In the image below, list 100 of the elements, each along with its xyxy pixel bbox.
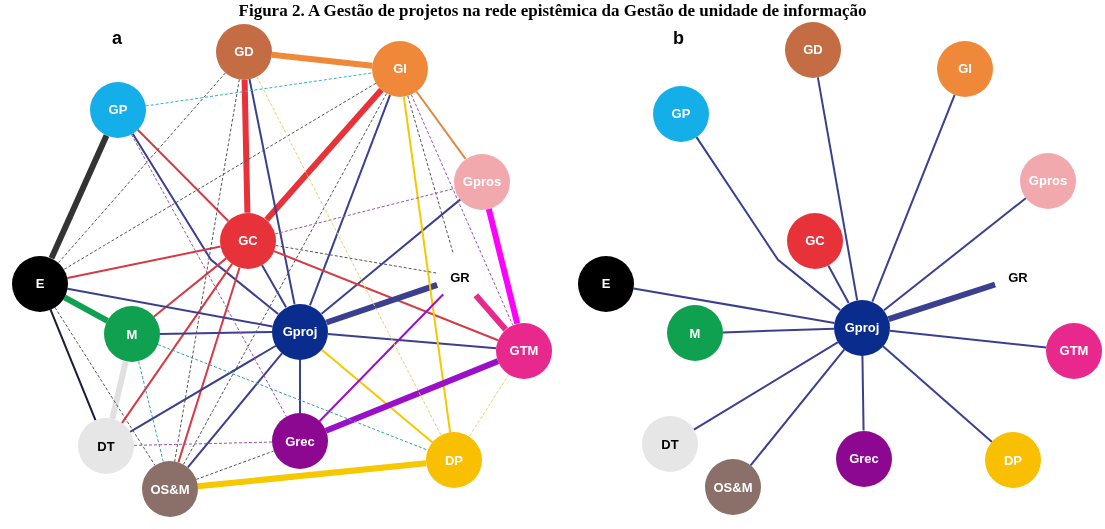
network-edge xyxy=(326,332,498,350)
node-circle xyxy=(104,306,160,363)
network-edge xyxy=(273,250,499,342)
network-edge xyxy=(632,287,836,324)
node-label: GI xyxy=(393,61,407,77)
node-label: GD xyxy=(803,42,823,58)
node-label: GC xyxy=(805,233,825,249)
node-label: OS&M xyxy=(150,481,190,497)
network-edge xyxy=(131,132,280,315)
node-label: Gproj xyxy=(282,324,318,339)
node-circle xyxy=(787,212,843,269)
network-edge xyxy=(882,345,993,443)
network-edge xyxy=(827,264,850,305)
node-label: OS&M xyxy=(713,479,753,495)
network-edge xyxy=(324,358,500,434)
node-label: M xyxy=(689,325,701,341)
network-edge xyxy=(177,266,241,464)
network-edge xyxy=(66,287,274,328)
network-edge xyxy=(49,308,97,422)
node-circle xyxy=(272,303,328,360)
node-label: Gproj xyxy=(844,320,880,336)
network-edge xyxy=(407,95,454,255)
network-edge xyxy=(299,358,301,415)
network-edge xyxy=(241,79,251,213)
network-edge xyxy=(152,257,228,318)
node-label: GTM xyxy=(1059,343,1089,359)
network-edge xyxy=(186,352,284,469)
network-edge xyxy=(256,76,442,437)
network-edge xyxy=(109,360,129,420)
network-edge xyxy=(415,90,467,160)
network-edge xyxy=(274,187,456,235)
network-edge xyxy=(264,87,384,222)
node-circle xyxy=(220,212,276,269)
panel-label: b xyxy=(673,28,684,49)
node-label: GR xyxy=(1008,269,1028,285)
node-circle xyxy=(834,299,890,356)
network-edge xyxy=(861,354,865,432)
network-edge xyxy=(197,460,427,490)
network-edge xyxy=(888,329,1048,349)
network-edge xyxy=(260,264,288,309)
network-edge xyxy=(468,373,510,438)
node-label: GR xyxy=(450,269,470,285)
network-edge xyxy=(157,344,429,451)
node-label: DP xyxy=(1003,452,1023,468)
panel-label: a xyxy=(112,28,122,49)
node-label: DT xyxy=(97,438,115,454)
node-label: Grec xyxy=(285,433,315,449)
network-edge xyxy=(182,92,388,465)
network-edge xyxy=(54,306,156,466)
network-edge xyxy=(63,82,377,270)
network-edge xyxy=(145,72,373,107)
network-edge xyxy=(871,93,956,303)
network-edge xyxy=(692,341,840,431)
network-edge xyxy=(695,136,842,312)
network-edge xyxy=(133,441,273,446)
network-edge xyxy=(129,344,277,433)
network-edge xyxy=(275,245,437,274)
network-edge xyxy=(248,78,296,306)
network-edge xyxy=(308,94,392,307)
network-edge xyxy=(159,331,273,335)
node-label: Gpros xyxy=(1028,173,1068,189)
network-edge xyxy=(816,76,859,302)
network-edge xyxy=(58,72,226,264)
node-circle xyxy=(454,153,510,210)
network-edge xyxy=(887,281,997,322)
network-edge xyxy=(136,128,230,222)
network-edge xyxy=(473,293,508,332)
network-edge xyxy=(174,78,240,462)
node-label: E xyxy=(601,276,611,292)
network-edge xyxy=(320,198,462,315)
network-edge xyxy=(120,262,234,425)
network-edge xyxy=(325,281,439,326)
network-edge xyxy=(320,348,434,444)
figure-title: Figura 2. A Gestão de projetos na rede epistêmica da Gestão de unidade de informação xyxy=(237,1,868,21)
network-edge xyxy=(402,95,452,434)
node-label: M xyxy=(126,326,138,342)
network-edge xyxy=(318,293,445,423)
node-circle xyxy=(12,255,68,312)
node-label: GTM xyxy=(509,343,539,359)
network-edge xyxy=(138,361,164,463)
node-label: DT xyxy=(661,436,679,452)
network-edge xyxy=(882,197,1028,312)
node-label: Gpros xyxy=(462,174,502,190)
node-label: GD xyxy=(234,44,254,60)
node-label: GP xyxy=(108,102,128,118)
node-label: GC xyxy=(238,233,258,249)
network-edge xyxy=(195,450,275,480)
node-label: Grec xyxy=(849,451,879,466)
network-edge xyxy=(749,348,846,467)
network-edge xyxy=(131,134,287,418)
node-label: GI xyxy=(958,61,972,77)
node-circle xyxy=(496,322,552,379)
network-edge xyxy=(63,294,109,324)
network-edge xyxy=(722,327,835,334)
network-edge xyxy=(410,94,514,326)
node-circle xyxy=(272,413,328,470)
node-label: E xyxy=(35,276,45,292)
network-edge xyxy=(485,208,521,325)
node-label: DP xyxy=(444,452,464,468)
network-edge xyxy=(48,134,110,260)
